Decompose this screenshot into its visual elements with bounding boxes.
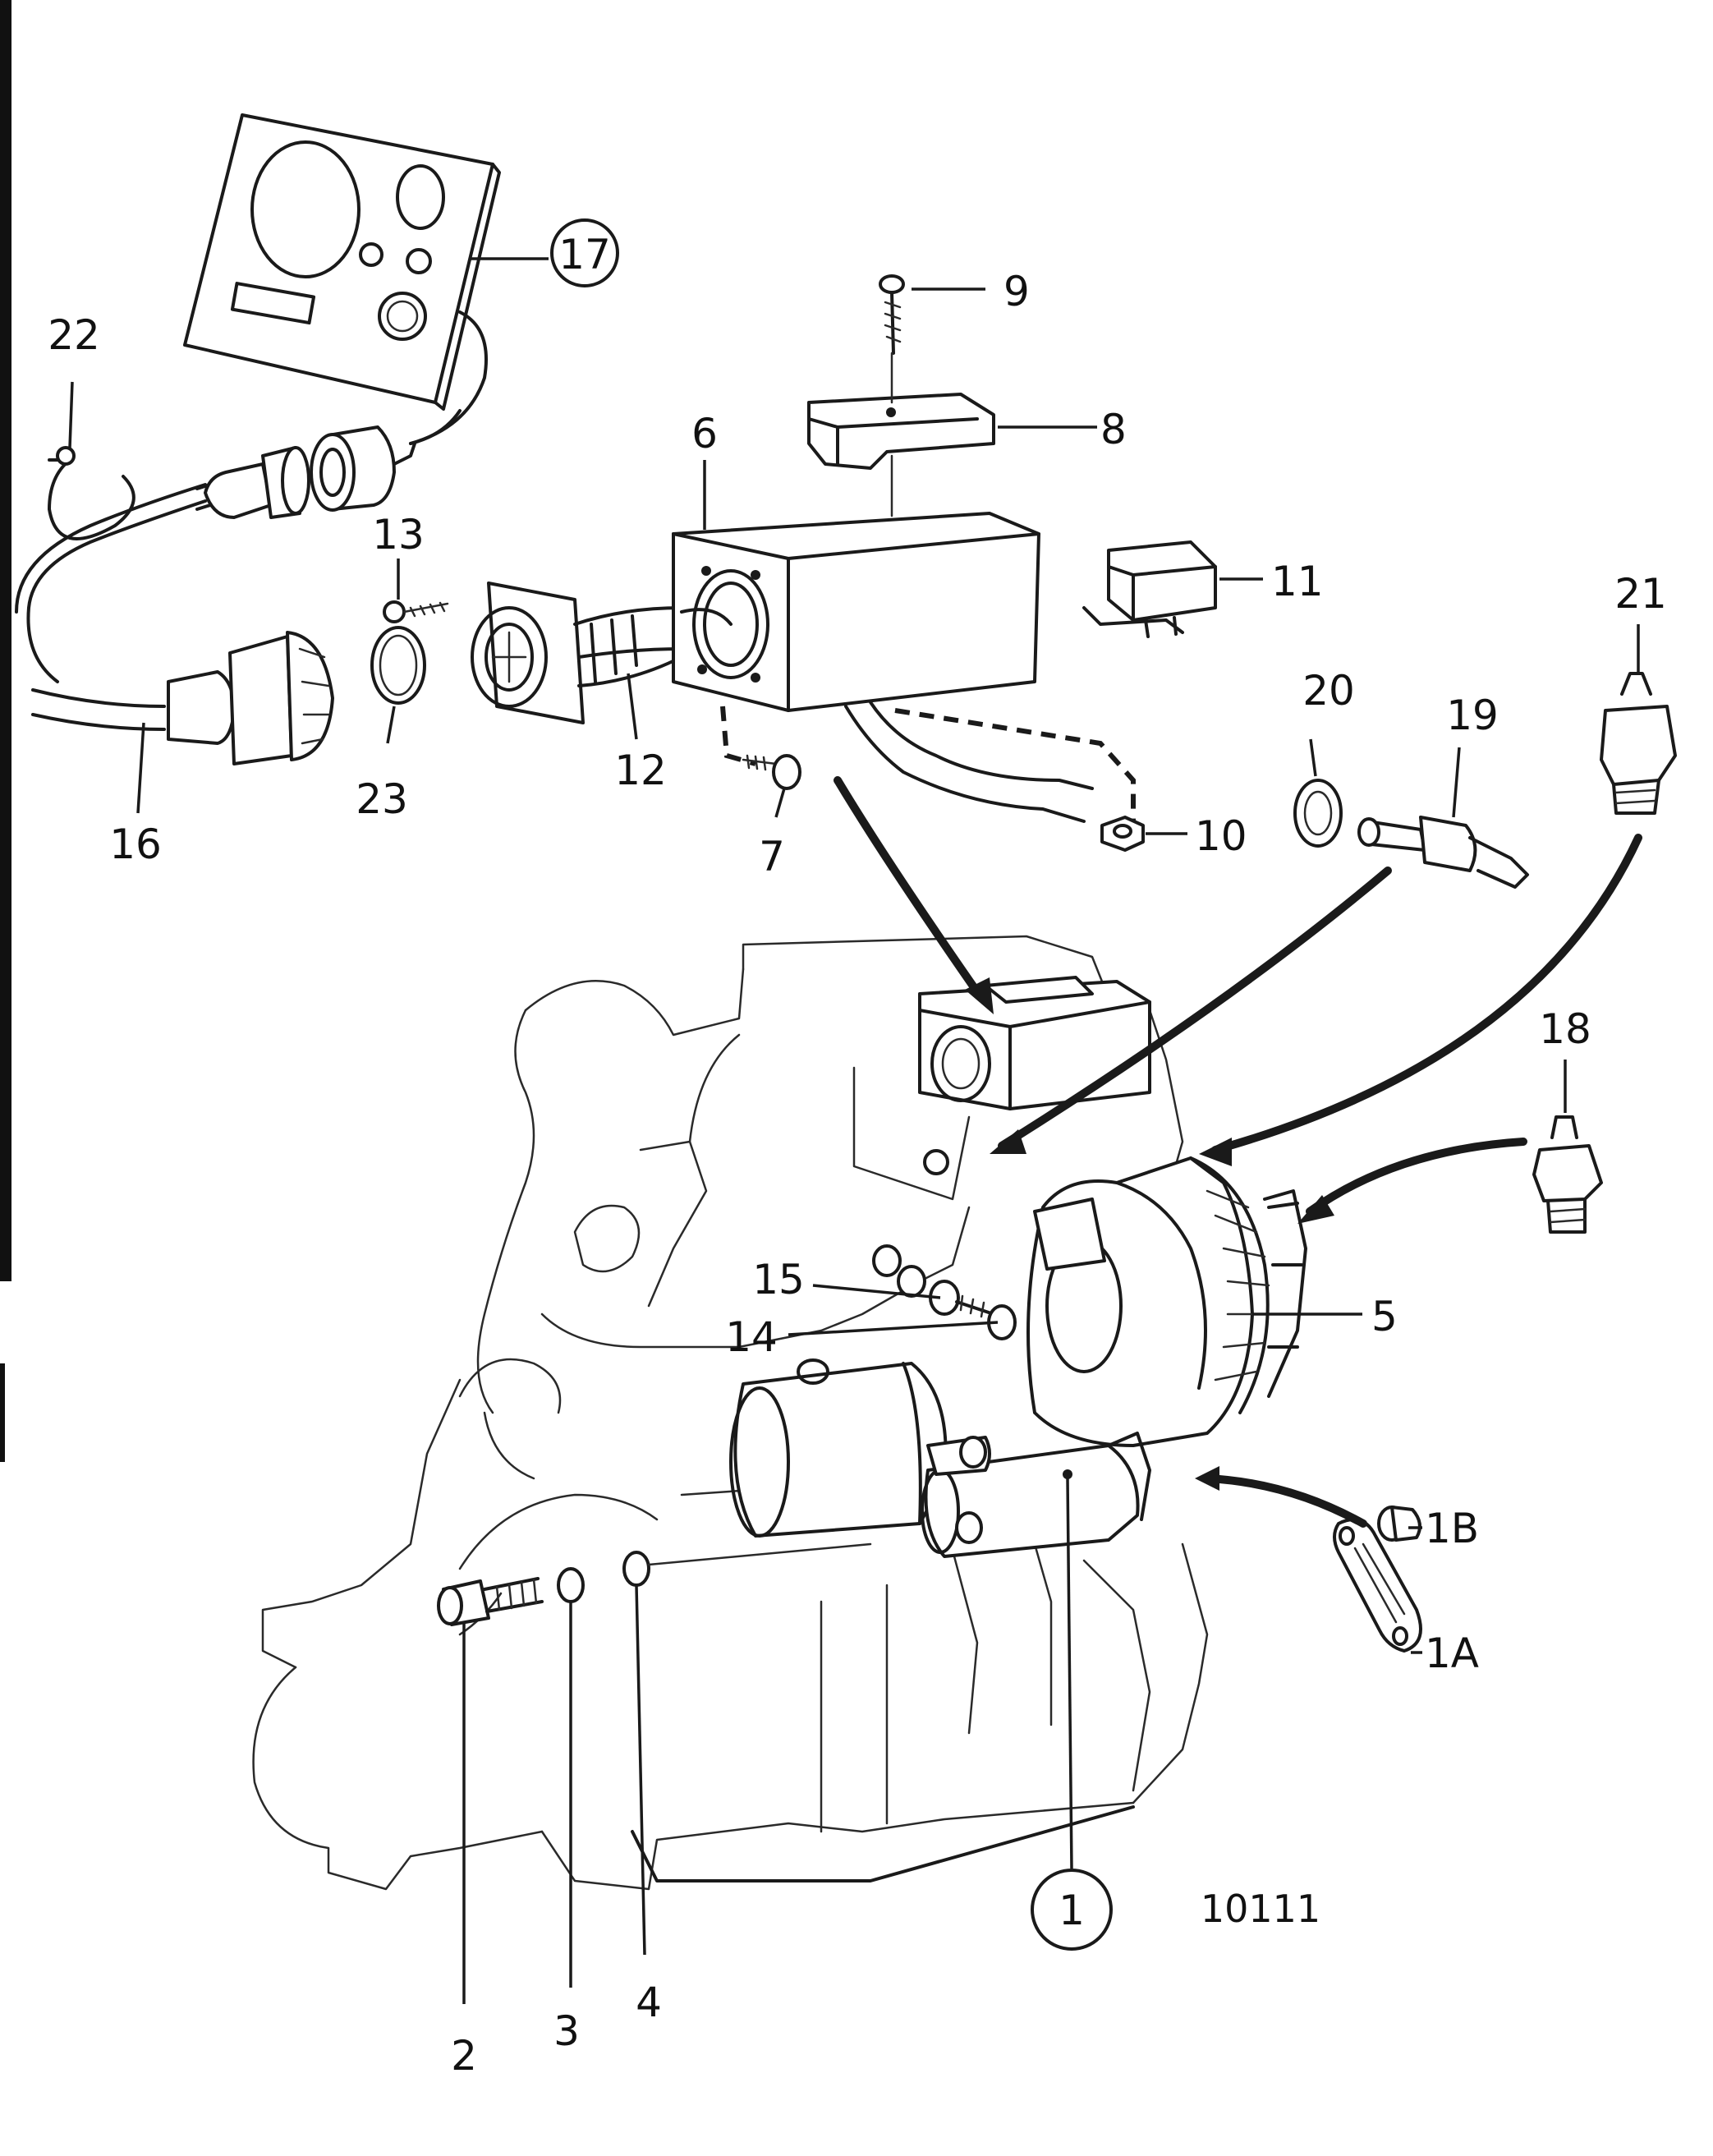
mounting-arrows [834,776,1642,1528]
callout-8: 8 [1100,406,1127,453]
callout-5: 5 [1371,1293,1398,1340]
mounted-control-box [918,976,1151,1175]
scan-edge-lower [0,1363,5,1462]
bolt-2-washers-3-4 [437,1542,872,1626]
callout-7: 7 [759,833,785,880]
callout-22: 22 [48,311,100,359]
control-panel-17 [183,113,501,445]
callout-15: 15 [752,1256,805,1303]
callout-1: 1 [1059,1887,1085,1934]
leader-lines [68,257,1640,2004]
bracket-8 [807,393,995,470]
callout-20: 20 [1302,667,1355,715]
control-box-6 [672,512,1136,838]
cable-harness [15,409,683,765]
callout-1B: 1B [1425,1505,1479,1552]
callout-1A: 1A [1425,1630,1479,1677]
callout-3: 3 [553,2007,580,2055]
callout-23: 23 [356,775,408,823]
callout-14: 14 [725,1313,778,1361]
callout-21: 21 [1614,570,1667,618]
screw-9 [879,274,905,517]
sender-21 [1600,672,1677,815]
screw-7 [742,754,801,790]
starter-motor-1 [729,1358,1151,1558]
alternator-5 [1026,1156,1307,1447]
callout-18: 18 [1539,1005,1591,1053]
callout-1-circle [1031,1869,1113,1951]
callout-17-circle [550,218,619,287]
callout-9: 9 [1003,268,1030,315]
scan-edge [0,0,11,1281]
callout-12: 12 [614,747,667,794]
callout-6: 6 [691,410,718,457]
relay-11 [1082,540,1217,638]
washers-14-15 [872,1244,1017,1340]
nut-10 [1100,816,1145,852]
callout-4: 4 [636,1979,662,2026]
callouts: 17 9 8 6 11 22 13 21 20 19 12 23 10 16 7… [48,218,1667,2080]
sensor-19 [1357,816,1529,889]
callout-11: 11 [1271,558,1324,605]
callout-16: 16 [109,821,162,868]
callout-19: 19 [1446,692,1499,739]
callout-2: 2 [451,2032,477,2080]
reference-number: 10111 [1201,1887,1320,1931]
washer-20 [1293,779,1343,848]
sender-18 [1532,1115,1603,1234]
strap-1A-nut-1B [1333,1506,1422,1653]
callout-10: 10 [1195,812,1247,860]
callout-13: 13 [372,511,425,559]
callout-17: 17 [558,231,611,278]
